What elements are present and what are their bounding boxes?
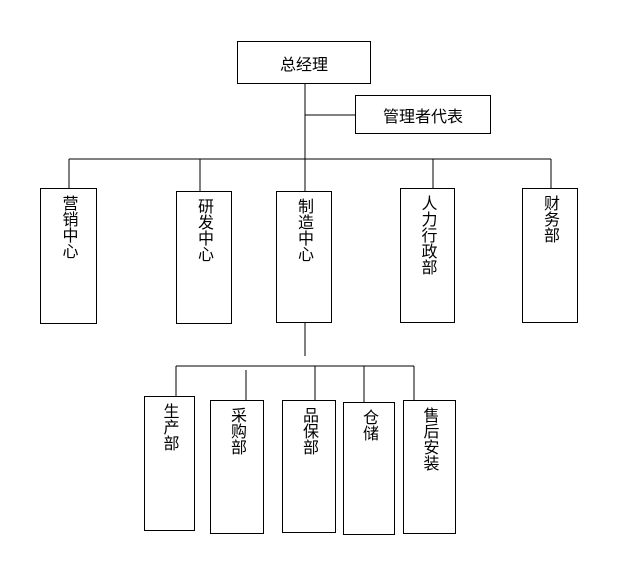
management-representative-label: 管理者代表 [382, 106, 463, 126]
general-manager-box: 总经理 [237, 41, 371, 84]
center-box-hr-admin: 人力行政部 [400, 188, 455, 323]
unit-box-purchasing: 采购部 [210, 400, 264, 534]
unit-box-after-sales: 售后安装 [403, 400, 456, 534]
center-label-manufacturing: 制造中心 [295, 198, 314, 262]
unit-label-quality: 品保部 [300, 407, 319, 455]
unit-box-warehouse: 仓储 [343, 402, 395, 535]
center-box-marketing: 营销中心 [40, 188, 97, 324]
general-manager-label: 总经理 [279, 54, 328, 74]
center-box-finance: 财务部 [522, 188, 578, 323]
unit-box-production: 生产部 [144, 396, 195, 531]
center-label-finance: 财务部 [541, 195, 560, 243]
center-box-manufacturing: 制造中心 [276, 191, 332, 323]
unit-label-production: 生产部 [160, 403, 180, 451]
center-label-marketing: 营销中心 [59, 195, 79, 259]
unit-label-after-sales: 售后安装 [420, 407, 440, 471]
unit-label-warehouse: 仓储 [360, 409, 379, 441]
center-label-hr-admin: 人力行政部 [418, 195, 438, 275]
management-representative-box: 管理者代表 [355, 95, 491, 134]
center-label-rnd: 研发中心 [195, 198, 214, 262]
unit-box-quality: 品保部 [282, 400, 336, 533]
center-box-rnd: 研发中心 [176, 191, 232, 324]
unit-label-purchasing: 采购部 [228, 407, 247, 455]
